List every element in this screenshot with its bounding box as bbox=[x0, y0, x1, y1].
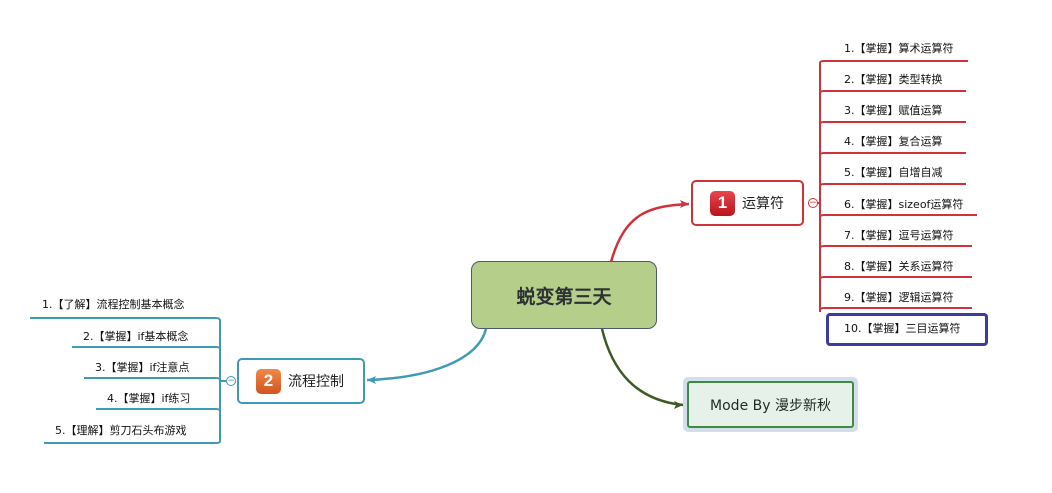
subtopic-flow-1[interactable]: 1.【了解】流程控制基本概念 bbox=[42, 298, 185, 311]
floating-topic-label: Mode By 漫步新秋 bbox=[710, 397, 831, 414]
branch-operators[interactable]: 1 运算符 bbox=[691, 180, 804, 226]
highlight-box bbox=[826, 313, 988, 346]
central-topic[interactable]: 蜕变第三天 bbox=[471, 261, 657, 329]
connector-arrowhead-flow bbox=[367, 376, 376, 384]
collapse-flow-control-icon[interactable]: − bbox=[226, 376, 236, 386]
central-topic-label: 蜕变第三天 bbox=[516, 285, 612, 308]
tree-lines-operators bbox=[813, 60, 977, 312]
subtopic-flow-2[interactable]: 2.【掌握】if基本概念 bbox=[83, 330, 189, 343]
subtopic-operators-4[interactable]: 4.【掌握】复合运算 bbox=[844, 135, 943, 148]
subtopic-flow-5[interactable]: 5.【理解】剪刀石头布游戏 bbox=[55, 424, 187, 437]
subtopic-flow-4[interactable]: 4.【掌握】if练习 bbox=[107, 392, 191, 405]
subtopic-operators-2[interactable]: 2.【掌握】类型转换 bbox=[844, 73, 943, 86]
floating-topic-inner: Mode By 漫步新秋 bbox=[687, 381, 854, 428]
floating-topic[interactable]: Mode By 漫步新秋 bbox=[683, 377, 858, 432]
subtopic-operators-6[interactable]: 6.【掌握】sizeof运算符 bbox=[844, 198, 964, 211]
subtopic-operators-3[interactable]: 3.【掌握】赋值运算 bbox=[844, 104, 943, 117]
subtopic-operators-1[interactable]: 1.【掌握】算术运算符 bbox=[844, 42, 954, 55]
branch-flow-control[interactable]: 2 流程控制 bbox=[237, 358, 365, 404]
subtopic-flow-3[interactable]: 3.【掌握】if注意点 bbox=[95, 361, 190, 374]
priority-1-icon: 1 bbox=[710, 190, 735, 216]
connector-central-to-mode bbox=[600, 328, 684, 407]
priority-2-icon: 2 bbox=[256, 368, 281, 394]
collapse-operators-icon[interactable]: − bbox=[808, 198, 818, 208]
connector-central-to-flow bbox=[366, 328, 488, 382]
tree-lines-flow bbox=[30, 317, 226, 444]
subtopic-operators-5[interactable]: 5.【掌握】自增自减 bbox=[844, 166, 943, 179]
subtopic-operators-9[interactable]: 9.【掌握】逻辑运算符 bbox=[844, 291, 954, 304]
connector-central-to-operators bbox=[609, 202, 690, 263]
subtopic-operators-7[interactable]: 7.【掌握】逗号运算符 bbox=[844, 229, 954, 242]
connector-arrowhead-mode bbox=[674, 401, 683, 409]
connector-arrowhead-operators bbox=[680, 200, 689, 208]
branch-flow-control-label: 流程控制 bbox=[288, 374, 344, 390]
subtopic-operators-10[interactable]: 10.【掌握】三目运算符 bbox=[844, 322, 961, 335]
subtopic-operators-8[interactable]: 8.【掌握】关系运算符 bbox=[844, 260, 954, 273]
branch-operators-label: 运算符 bbox=[742, 196, 784, 212]
